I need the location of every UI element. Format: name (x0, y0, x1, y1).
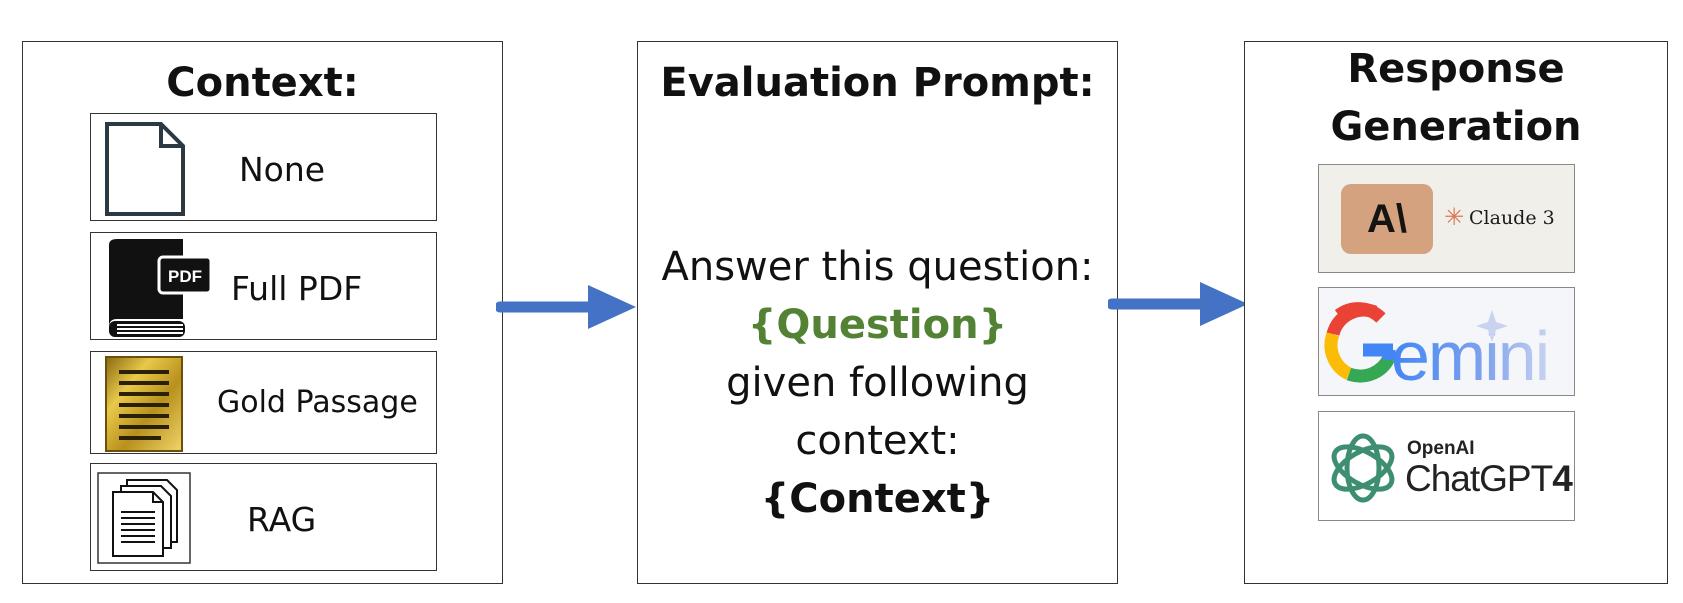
openai-vendor-label: OpenAI (1407, 438, 1475, 459)
prompt-line-context: context: (795, 418, 960, 464)
model-gemini: emini (1318, 287, 1575, 396)
context-item-label: Gold Passage (217, 385, 418, 420)
gold-passage-icon (105, 356, 183, 452)
context-item-label: None (239, 150, 326, 189)
pdf-book-icon: PDF (109, 239, 213, 337)
anthropic-mark: A\ (1367, 197, 1407, 241)
evaluation-prompt-title: Evaluation Prompt: (660, 60, 1095, 106)
anthropic-logo-icon: A\ (1341, 184, 1433, 254)
arrow-right-icon (496, 285, 636, 329)
evaluation-prompt-panel: Evaluation Prompt: Answer this question:… (637, 41, 1118, 584)
chatgpt-label: ChatGPT4.0 (1405, 458, 1574, 500)
pdf-badge-text: PDF (168, 267, 202, 286)
context-item-gold-passage: Gold Passage (90, 351, 437, 454)
gemini-logo-icon: emini (1319, 302, 1550, 395)
context-item-label: Full PDF (231, 269, 363, 308)
model-claude-3: A\ ✳ Claude 3 (1318, 164, 1575, 273)
claude-3-label: Claude 3 (1469, 207, 1555, 229)
context-item-label: RAG (247, 500, 317, 539)
context-title: Context: (166, 60, 359, 106)
response-title-line: Response (1347, 46, 1565, 92)
response-title-line: Generation (1330, 104, 1582, 150)
prompt-line-answer: Answer this question: (661, 244, 1094, 290)
claude-spark-icon: ✳ (1444, 203, 1465, 231)
multiple-documents-icon (97, 472, 191, 564)
chatgpt-name: ChatGPT (1405, 458, 1553, 499)
response-generation-title: Response Generation (1245, 40, 1667, 156)
context-item-full-pdf: PDF Full PDF (90, 232, 437, 340)
prompt-line-given: given following (726, 360, 1029, 406)
model-chatgpt-4: OpenAI ChatGPT4.0 (1318, 411, 1575, 521)
question-placeholder: {Question} (747, 302, 1008, 348)
arrow-right-icon (1108, 282, 1248, 326)
context-item-rag: RAG (90, 463, 437, 571)
gemini-wordmark: emini (1391, 317, 1548, 395)
openai-logo-icon (1331, 433, 1395, 503)
prompt-body: Answer this question: {Question} given f… (638, 238, 1117, 528)
context-item-none: None (90, 113, 437, 221)
blank-document-icon (105, 122, 185, 216)
chatgpt-version: 4.0 (1552, 458, 1574, 499)
context-placeholder: {Context} (760, 476, 995, 522)
